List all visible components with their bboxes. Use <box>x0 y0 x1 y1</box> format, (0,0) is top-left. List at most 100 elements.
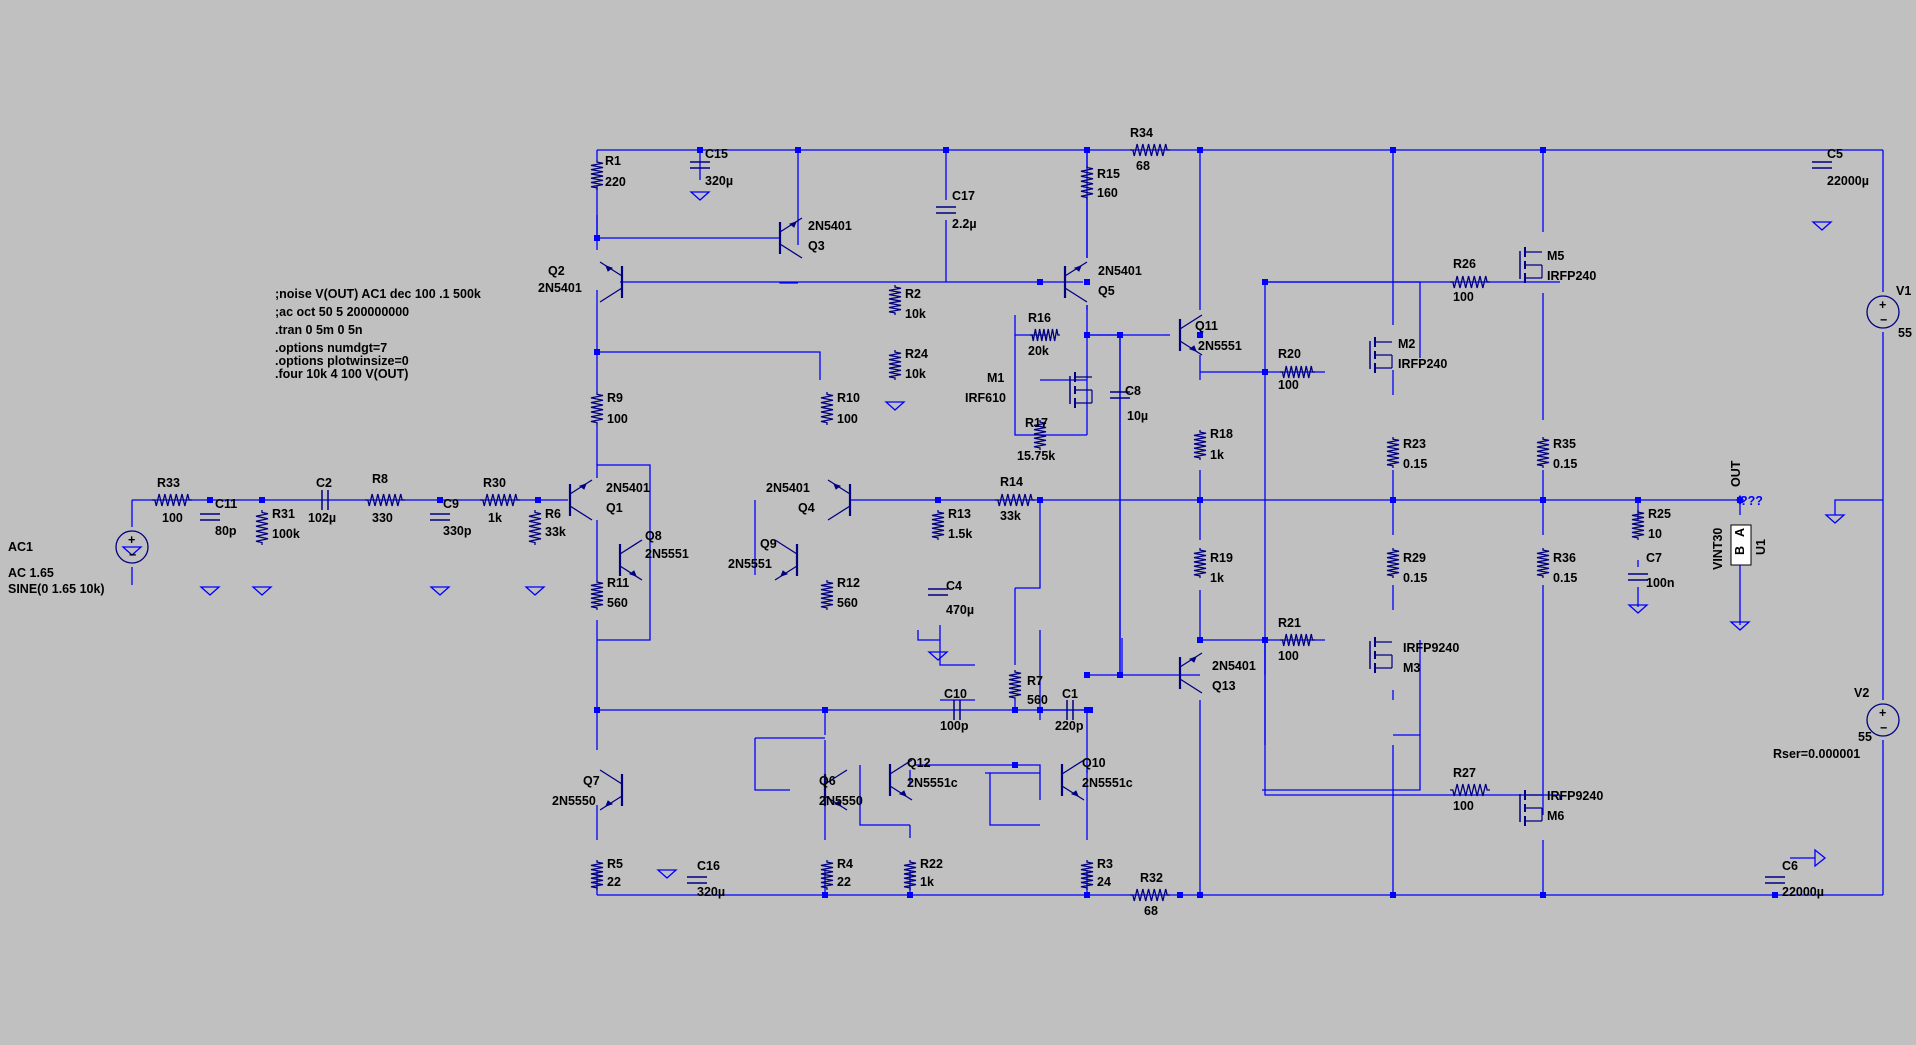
r3-value[interactable]: 24 <box>1097 875 1111 889</box>
q12-name[interactable]: Q12 <box>907 756 931 770</box>
ac1-symbol[interactable]: +− <box>115 530 149 564</box>
q2-value[interactable]: 2N5401 <box>538 281 582 295</box>
wire[interactable] <box>754 738 790 791</box>
r1-name[interactable]: R1 <box>605 154 621 168</box>
R36-symbol[interactable] <box>1536 548 1550 578</box>
Q1-symbol[interactable] <box>568 479 593 521</box>
q3-value[interactable]: 2N5401 <box>808 219 852 233</box>
R1-symbol[interactable] <box>590 160 604 190</box>
Q5-symbol[interactable] <box>1063 261 1088 303</box>
wire[interactable] <box>1262 735 1421 791</box>
v1-value[interactable]: 55 <box>1898 326 1912 340</box>
r29-value[interactable]: 0.15 <box>1403 571 1427 585</box>
C11-symbol[interactable] <box>200 513 220 521</box>
C2-symbol[interactable] <box>321 490 329 510</box>
r19-value[interactable]: 1k <box>1210 571 1224 585</box>
r3-name[interactable]: R3 <box>1097 857 1113 871</box>
R16-symbol[interactable] <box>1030 328 1060 342</box>
r20-name[interactable]: R20 <box>1278 347 1301 361</box>
v2-symbol[interactable]: +− <box>1866 703 1900 737</box>
q6-name[interactable]: Q6 <box>819 774 836 788</box>
wire[interactable] <box>597 351 821 380</box>
c6-name[interactable]: C6 <box>1782 859 1798 873</box>
Q8-symbol[interactable] <box>618 539 643 581</box>
c11-value[interactable]: 80p <box>215 524 237 538</box>
c10-name[interactable]: C10 <box>944 687 967 701</box>
Q7-symbol[interactable] <box>599 769 624 811</box>
r24-name[interactable]: R24 <box>905 347 928 361</box>
M1-symbol[interactable] <box>1069 372 1093 408</box>
Q13-symbol[interactable] <box>1178 652 1203 694</box>
Q11-symbol[interactable] <box>1178 314 1203 356</box>
q10-name[interactable]: Q10 <box>1082 756 1106 770</box>
c16-name[interactable]: C16 <box>697 859 720 873</box>
r4-value[interactable]: 22 <box>837 875 851 889</box>
R11-symbol[interactable] <box>590 580 604 610</box>
c15-value[interactable]: 320µ <box>705 174 733 188</box>
r25-value[interactable]: 10 <box>1648 527 1662 541</box>
c9-value[interactable]: 330p <box>443 524 472 538</box>
v2-value[interactable]: 55 <box>1858 730 1872 744</box>
C16-symbol[interactable] <box>687 876 707 884</box>
C8-symbol[interactable] <box>1110 391 1130 399</box>
r32-value[interactable]: 68 <box>1144 904 1158 918</box>
M3-symbol[interactable] <box>1369 637 1393 673</box>
Q9-symbol[interactable] <box>774 539 799 581</box>
R19-symbol[interactable] <box>1193 548 1207 578</box>
R15-symbol[interactable] <box>1080 165 1094 200</box>
r25-name[interactable]: R25 <box>1648 507 1671 521</box>
r33-name[interactable]: R33 <box>157 476 180 490</box>
q6-value[interactable]: 2N5550 <box>819 794 863 808</box>
r13-name[interactable]: R13 <box>948 507 971 521</box>
r36-value[interactable]: 0.15 <box>1553 571 1577 585</box>
m3-name[interactable]: M3 <box>1403 661 1420 675</box>
R22-symbol[interactable] <box>903 860 917 890</box>
r10-name[interactable]: R10 <box>837 391 860 405</box>
R27-symbol[interactable] <box>1450 783 1490 797</box>
wire[interactable] <box>1834 499 1883 515</box>
wire[interactable] <box>1086 305 1121 676</box>
u1-model[interactable]: VINT30 <box>1711 528 1725 570</box>
r22-value[interactable]: 1k <box>920 875 934 889</box>
c4-name[interactable]: C4 <box>946 579 962 593</box>
c7-name[interactable]: C7 <box>1646 551 1662 565</box>
r34-name[interactable]: R34 <box>1130 126 1153 140</box>
r10-value[interactable]: 100 <box>837 412 858 426</box>
R12-symbol[interactable] <box>820 580 834 610</box>
r21-value[interactable]: 100 <box>1278 649 1299 663</box>
r9-name[interactable]: R9 <box>607 391 623 405</box>
q13-name[interactable]: Q13 <box>1212 679 1236 693</box>
r35-name[interactable]: R35 <box>1553 437 1576 451</box>
C5-symbol[interactable] <box>1812 161 1832 169</box>
m1-value[interactable]: IRF610 <box>965 391 1006 405</box>
r18-name[interactable]: R18 <box>1210 427 1233 441</box>
r26-value[interactable]: 100 <box>1453 290 1474 304</box>
R4-symbol[interactable] <box>820 860 834 890</box>
c8-value[interactable]: 10µ <box>1127 409 1148 423</box>
c5-value[interactable]: 22000µ <box>1827 174 1869 188</box>
R20-symbol[interactable] <box>1280 365 1315 379</box>
c17-value[interactable]: 2.2µ <box>952 217 977 231</box>
r16-value[interactable]: 20k <box>1028 344 1049 358</box>
wire[interactable] <box>917 630 940 641</box>
R24-symbol[interactable] <box>888 350 902 380</box>
c5-name[interactable]: C5 <box>1827 147 1843 161</box>
C9-symbol[interactable] <box>430 513 450 521</box>
Q2-symbol[interactable] <box>599 261 624 303</box>
c9-name[interactable]: C9 <box>443 497 459 511</box>
m5-value[interactable]: IRFP240 <box>1547 269 1596 283</box>
r13-value[interactable]: 1.5k <box>948 527 972 541</box>
R33-symbol[interactable] <box>152 493 192 507</box>
R32-symbol[interactable] <box>1130 888 1170 902</box>
r22-name[interactable]: R22 <box>920 857 943 871</box>
C10-symbol[interactable] <box>953 700 961 720</box>
R31-symbol[interactable] <box>255 510 269 545</box>
q1-name[interactable]: Q1 <box>606 501 623 515</box>
r31-value[interactable]: 100k <box>272 527 300 541</box>
v1-name[interactable]: V1 <box>1896 284 1911 298</box>
r35-value[interactable]: 0.15 <box>1553 457 1577 471</box>
r2-value[interactable]: 10k <box>905 307 926 321</box>
M2-symbol[interactable] <box>1369 337 1393 373</box>
R21-symbol[interactable] <box>1280 633 1315 647</box>
